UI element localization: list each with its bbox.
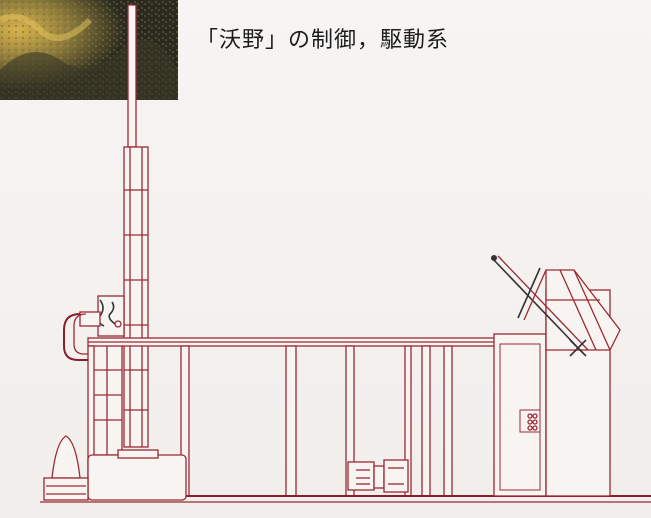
storage-tank (87, 449, 187, 501)
left-ladder (91, 339, 123, 456)
boom-arm (491, 255, 589, 357)
main-frame (40, 337, 651, 503)
vertical-mast (123, 4, 149, 448)
gear-motor (347, 459, 409, 493)
figure-caption: 「沃野」の制御，駆動系 (196, 28, 450, 53)
sloped-hood (545, 269, 621, 351)
front-wheel (43, 435, 89, 501)
pump-assembly (63, 295, 125, 361)
